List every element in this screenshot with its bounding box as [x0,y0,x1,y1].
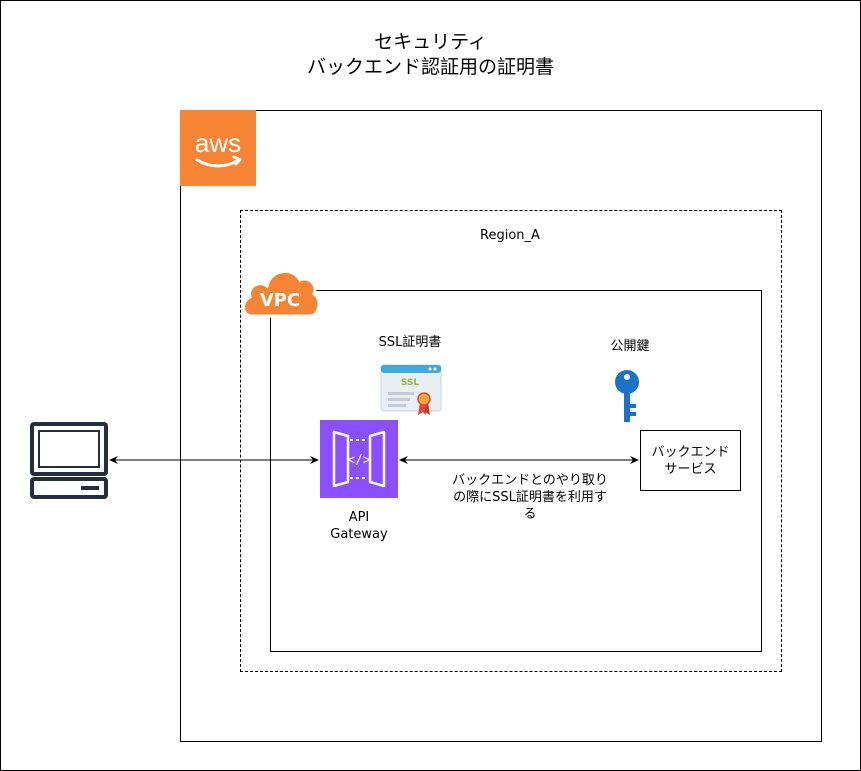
api-gateway-icon: </> [320,420,398,498]
api-gateway-label-line-2: Gateway [330,527,388,542]
ssl-badge-text: SSL [401,378,420,388]
svg-text:</>: </> [347,453,371,468]
title-line-1: セキュリティ [374,31,487,53]
edge-label-line-2: の際にSSL証明書を利用す [453,490,607,505]
backend-service-node: バックエンド サービス [640,430,741,491]
backend-label-line-1: バックエンド [651,444,730,460]
vpc-group [270,290,762,652]
aws-logo-text: aws [195,128,241,158]
vpc-badge-text: VPC [260,290,300,311]
aws-logo-icon: aws [180,110,256,186]
title-line-2: バックエンド認証用の証明書 [306,56,554,78]
ssl-certificate-icon: SSL [380,364,442,416]
diagram-title: セキュリティ バックエンド認証用の証明書 [0,30,861,80]
desktop-computer-icon [29,421,109,501]
ssl-certificate-label: SSL証明書 [378,335,442,350]
aws-cloud-group [180,110,822,742]
region-label: Region_A [480,228,540,243]
edge-label: バックエンドとのやり取り の際にSSL証明書を利用す る [430,472,630,523]
edge-label-line-3: る [523,507,537,522]
backend-label-line-2: サービス [664,461,717,477]
edge-label-line-1: バックエンドとのやり取り [452,473,608,488]
api-gateway-label: API Gateway [309,509,409,543]
vpc-cloud-icon: VPC [240,262,322,318]
region-group [240,210,782,672]
public-key-label: 公開鍵 [610,339,650,354]
key-icon [612,368,642,424]
api-gateway-label-line-1: API [348,510,370,525]
